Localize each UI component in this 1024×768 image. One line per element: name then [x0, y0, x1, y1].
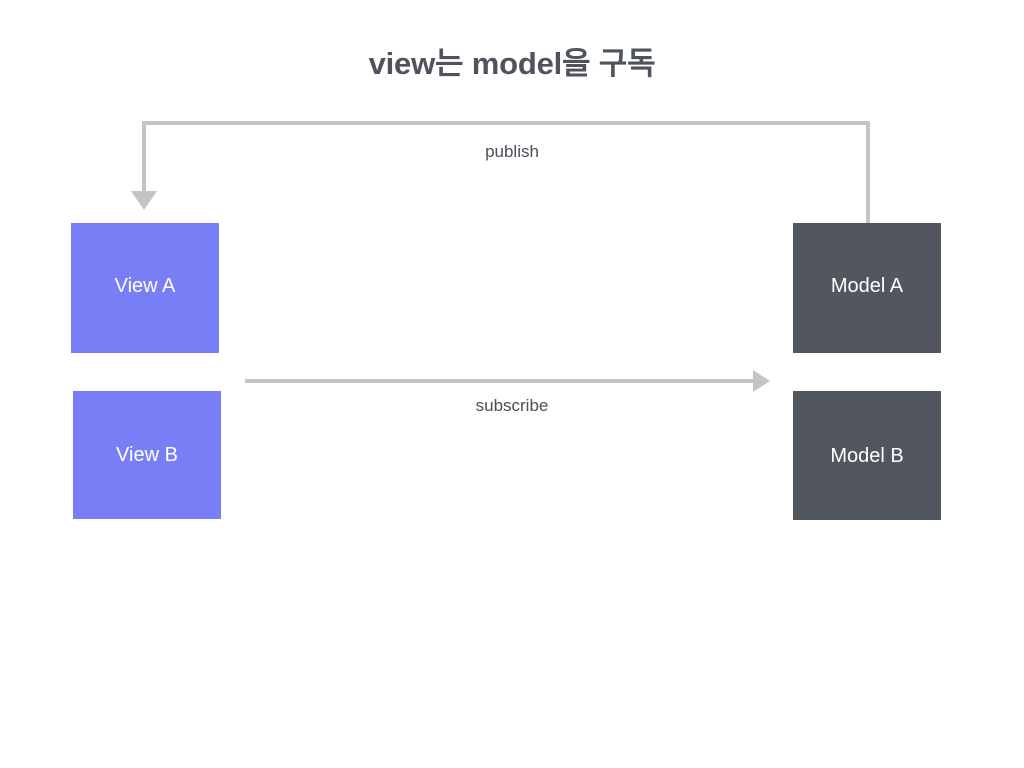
node-model-a[interactable]: Model A — [793, 223, 941, 353]
subscribe-connector — [245, 370, 770, 392]
node-model-b-label: Model B — [830, 444, 904, 467]
edge-label-publish: publish — [485, 142, 539, 161]
node-model-a-label: Model A — [830, 275, 904, 297]
node-view-a[interactable]: View A — [71, 223, 219, 353]
node-view-a-label: View A — [114, 275, 176, 297]
publish-connector — [131, 121, 870, 223]
publish-connector-path — [142, 121, 870, 223]
node-view-b-label: View B — [116, 444, 178, 466]
publish-arrowhead-icon — [131, 191, 157, 210]
node-view-b[interactable]: View B — [73, 391, 221, 519]
subscribe-arrowhead-icon — [753, 370, 770, 392]
diagram-title: view는 model을 구독 — [368, 46, 656, 81]
node-model-b[interactable]: Model B — [793, 391, 941, 520]
edge-label-subscribe: subscribe — [475, 396, 549, 415]
